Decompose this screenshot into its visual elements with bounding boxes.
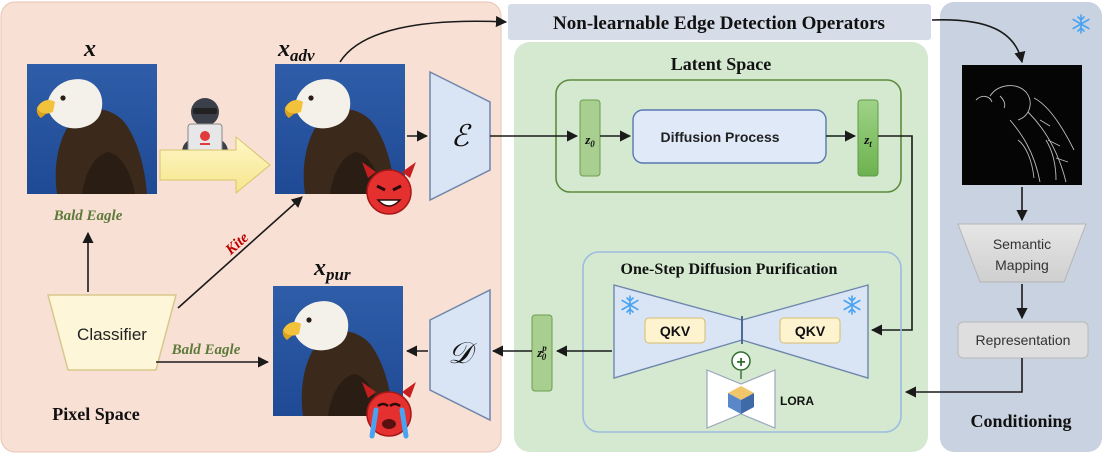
encoder-label: ℰ: [451, 120, 472, 153]
plus-icon: [731, 351, 751, 371]
representation-to-unet-arrow: [904, 358, 1023, 398]
z0-label: z0: [584, 132, 595, 149]
crying-devil-icon: [362, 382, 416, 439]
z0p-box: [531, 314, 553, 392]
encoder-block: [429, 70, 491, 202]
attack-arrow: [159, 135, 271, 195]
zt-to-unet-arrow: [870, 135, 913, 336]
zt-label: zt: [863, 132, 872, 149]
qkv-left-box: [644, 317, 706, 344]
conditioning-label: Conditioning: [970, 411, 1071, 431]
decoder-block: [429, 288, 491, 422]
semantic-mapping-line2: Mapping: [995, 257, 1049, 273]
z0-box: [579, 99, 601, 177]
edge-ops-label: Non-learnable Edge Detection Operators: [553, 13, 885, 34]
edge-map-image: [962, 65, 1082, 185]
qkv-right-box: [779, 317, 841, 344]
one-step-label: One-Step Diffusion Purification: [621, 261, 838, 278]
eagle-image: [27, 64, 157, 194]
pred-clean-label: Bald Eagle: [53, 208, 123, 224]
x-pur-label: xpur: [313, 255, 351, 284]
classifier-box: [47, 294, 177, 371]
representation-label: Representation: [976, 332, 1071, 348]
semantic-mapping-line1: Semantic: [993, 236, 1051, 252]
semantic-mapping-box: [957, 223, 1087, 283]
edge-ops-to-edge-map-arrow: [931, 19, 1026, 64]
diffusion-process-label: Diffusion Process: [660, 129, 779, 145]
one-step-frame: [582, 251, 902, 433]
x-label: x: [83, 36, 96, 62]
pixel-space-label: Pixel Space: [52, 404, 140, 424]
plus-symbol: +: [736, 354, 745, 371]
hacker-icon: [182, 98, 228, 153]
latent-space-label: Latent Space: [671, 54, 772, 74]
lora-label: LORA: [780, 394, 814, 408]
zt-box: [857, 99, 879, 177]
classifier-to-adv-arrow: [177, 196, 303, 309]
lora-cube-icon: [728, 386, 754, 414]
pred-pur-label: Bald Eagle: [171, 342, 241, 358]
edge-ops-arrow: [339, 15, 508, 63]
x-adv-label: xadv: [277, 36, 315, 65]
qkv-left-label: QKV: [660, 323, 691, 339]
edge-ops-box: [508, 4, 931, 40]
classifier-label: Classifier: [77, 325, 147, 344]
representation-box: [957, 321, 1089, 359]
devil-icon: [362, 162, 416, 215]
qkv-right-label: QKV: [795, 323, 826, 339]
